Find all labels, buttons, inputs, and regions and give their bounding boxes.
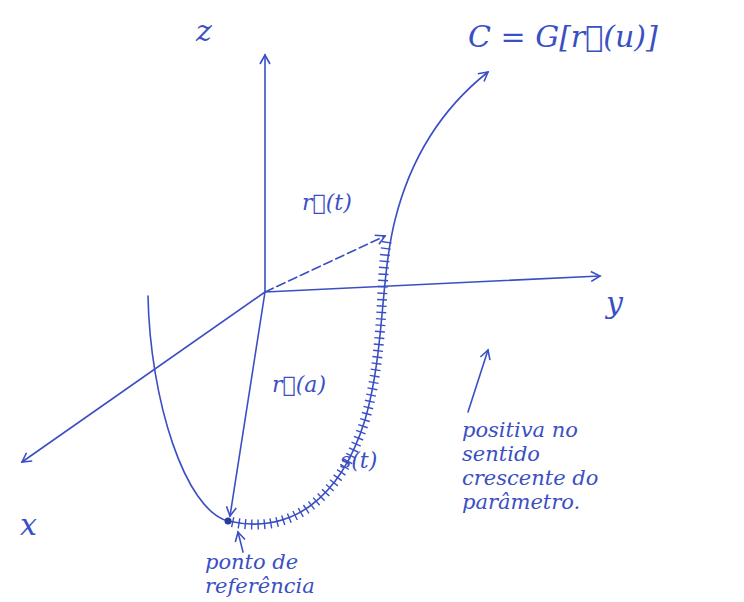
position-vector-t (265, 236, 385, 292)
axis-label: z (196, 14, 236, 49)
z-axis (264, 55, 266, 292)
arc-length-hatching (232, 240, 387, 525)
note-label: ponto de referência (205, 550, 355, 598)
position-vector-a (230, 292, 265, 516)
vector-label: r⃗(a) (272, 372, 352, 397)
leader-arrow (468, 350, 488, 412)
axis-label: x (20, 508, 60, 543)
y-axis (265, 276, 600, 292)
arc-length-label: s(t) (340, 448, 410, 473)
reference-point (225, 518, 232, 525)
vector-label: r⃗(t) (302, 190, 382, 215)
curve (148, 72, 488, 524)
curve-label: C = G[r⃗(u)] (468, 20, 738, 55)
axis-label: y (606, 286, 646, 321)
note-label: positiva no sentido crescente do parâmet… (462, 418, 627, 515)
x-axis (22, 292, 265, 462)
leader-arrow (238, 532, 243, 552)
